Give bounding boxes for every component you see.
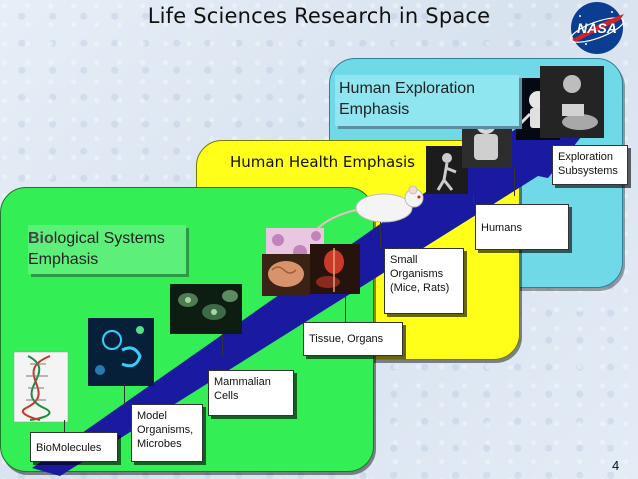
- biological-systems-emphasis-label: Biological Systems Emphasis: [28, 225, 186, 274]
- brain-image: [262, 254, 310, 296]
- small-organisms-label: Small Organisms (Mice, Rats): [384, 248, 464, 314]
- human-exercise-image: [426, 146, 468, 194]
- mammalian-cells-image: [170, 284, 242, 334]
- biomolecules-label: BioMolecules: [30, 432, 118, 462]
- progression-arrow: [32, 118, 548, 476]
- humans-label: Humans: [475, 204, 569, 250]
- exploration-subsystems-label: Exploration Subsystems: [552, 145, 628, 185]
- mammalian-cells-label: Mammalian Cells: [208, 370, 294, 416]
- slide-title: Life Sciences Research in Space: [147, 4, 491, 28]
- nasa-logo-text: NASA: [577, 20, 617, 36]
- human-exploration-emphasis-label: Human Exploration Emphasis: [335, 75, 519, 126]
- organs-image: [310, 244, 360, 294]
- human-health-emphasis-label: Human Health Emphasis: [230, 153, 415, 171]
- model-organisms-label: Model Organisms, Microbes: [131, 404, 203, 462]
- mouse-image: [315, 185, 424, 231]
- nasa-logo: NASA: [569, 2, 625, 54]
- planet-lander-image: [540, 66, 604, 138]
- tissue-organs-label: Tissue, Organs: [303, 322, 403, 356]
- dna-image: [13, 351, 69, 423]
- page-number: 4: [612, 458, 620, 473]
- microbes-image: [88, 318, 154, 386]
